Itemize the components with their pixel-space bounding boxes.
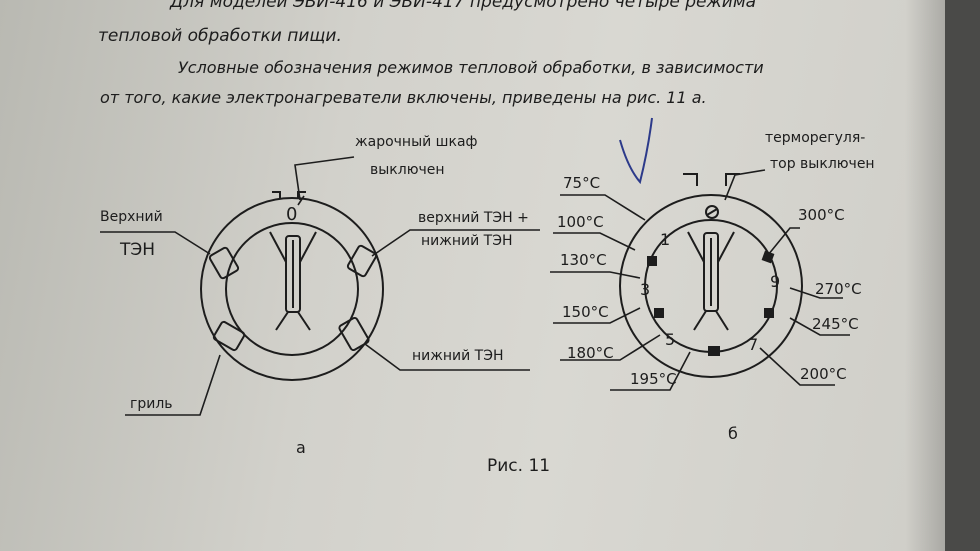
top-heater-glyph — [208, 246, 240, 280]
text-line-4: от того, какие электронагреватели включе… — [100, 88, 707, 107]
temp-300: 300°С — [798, 206, 845, 224]
label-top-heater-2: ТЭН — [120, 240, 156, 260]
label-top-bottom-heater-2: нижний ТЭН — [421, 233, 513, 249]
text-line-3: Условные обозначения режимов тепловой об… — [178, 58, 764, 77]
label-thermostat-off-1: терморегуля- — [765, 130, 866, 146]
temp-100: 100°С — [557, 213, 604, 231]
temp-150: 150°С — [562, 303, 609, 321]
text-line-2: тепловой обработки пищи. — [98, 26, 342, 46]
temp-270: 270°С — [815, 280, 862, 298]
caption-a: а — [296, 438, 306, 457]
dial-number-1: 1 — [660, 230, 671, 249]
temp-200: 200°С — [800, 365, 847, 383]
label-oven-off-2: выключен — [370, 162, 445, 178]
dial-number-3: 3 — [640, 280, 651, 299]
grill-glyph — [212, 320, 246, 352]
figure-caption: Рис. 11 — [487, 456, 551, 476]
dial-a-zero-mark: 0 — [286, 204, 298, 225]
temp-245: 245°С — [812, 315, 859, 333]
temp-195: 195°С — [630, 370, 677, 388]
dial-number-5: 5 — [665, 330, 676, 349]
top-bottom-heater-glyph — [346, 244, 378, 278]
caption-b: б — [728, 424, 738, 443]
label-top-bottom-heater-1: верхний ТЭН + — [418, 210, 529, 226]
temp-75: 75°С — [563, 174, 601, 192]
text-line-top: Для моделей ЭВИ-416 и ЭВИ-417 предусмотр… — [170, 0, 757, 12]
pen-check-mark — [619, 117, 653, 185]
document-page — [0, 0, 945, 551]
label-thermostat-off-2: тор выключен — [770, 156, 875, 172]
label-top-heater-1: Верхний — [100, 209, 163, 225]
label-oven-off-1: жарочный шкаф — [355, 134, 478, 150]
bottom-heater-glyph — [338, 316, 370, 352]
leader-lines-a — [100, 156, 540, 416]
leader-lines-b — [550, 169, 850, 391]
temp-180: 180°С — [567, 344, 614, 362]
dial-a — [200, 191, 384, 381]
label-bottom-heater: нижний ТЭН — [412, 348, 504, 364]
dial-number-9: 9 — [770, 272, 781, 291]
temp-130: 130°С — [560, 251, 607, 269]
label-grill: гриль — [130, 396, 173, 412]
dial-b-position-markers — [647, 250, 775, 356]
dial-number-7: 7 — [748, 335, 759, 354]
